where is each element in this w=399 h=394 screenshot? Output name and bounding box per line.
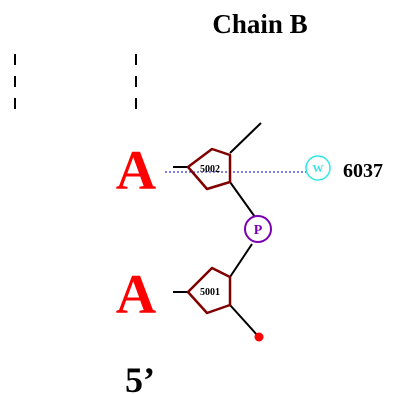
water-symbol: W (313, 163, 324, 175)
residue-number-5001: 5001 (200, 287, 220, 298)
phosphate-label: P (254, 223, 263, 238)
backbone-phosphate-to-sugar5001 (229, 243, 253, 278)
water-id: 6037 (343, 160, 383, 182)
sugar-ring-5002 (186, 147, 232, 191)
residue-number-5002: 5002 (200, 164, 220, 175)
base-letter-5001: A (116, 264, 157, 326)
sugar-ring-5001 (186, 266, 232, 315)
water-circle (305, 155, 331, 181)
backbone-sugar5002-to-phosphate (229, 181, 256, 218)
phosphate-circle (244, 215, 272, 243)
backbone-top-stub (229, 122, 262, 154)
base-letter-5002: A (116, 140, 157, 202)
chain-title: Chain B (212, 9, 307, 39)
terminal-dot (254, 332, 264, 342)
backbone-sugar5001-to-terminal (229, 304, 259, 337)
five-prime-label: 5’ (125, 360, 155, 394)
